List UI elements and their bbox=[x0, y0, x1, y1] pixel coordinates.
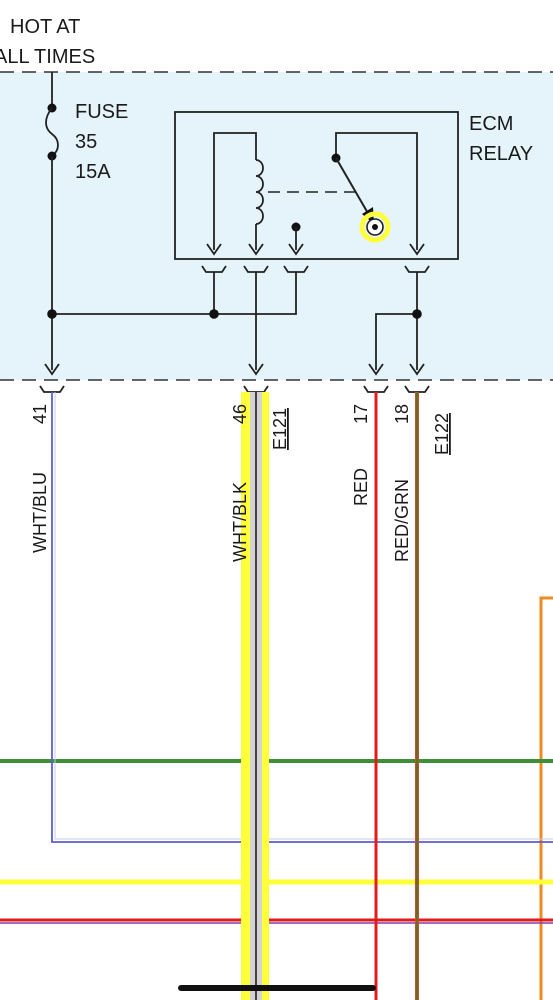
relay-coil-wiring bbox=[213, 132, 257, 250]
home-indicator-bar[interactable] bbox=[178, 985, 376, 991]
relay-contact-highlight bbox=[359, 211, 391, 243]
fuse-label: FUSE bbox=[75, 101, 128, 123]
wire-label-red: RED bbox=[351, 468, 371, 506]
wire-label-wht-blk: WHT/BLK bbox=[230, 482, 250, 562]
wire-label-red-grn: RED/GRN bbox=[392, 479, 412, 562]
relay-terminal-arrows bbox=[206, 243, 425, 256]
fuse-number: 35 bbox=[75, 131, 97, 153]
orange-wire bbox=[539, 596, 553, 1000]
terminal-46: 46 bbox=[230, 404, 250, 424]
ecm-relay-box bbox=[174, 111, 459, 260]
fuse-symbol bbox=[45, 107, 59, 157]
junction-dot-right bbox=[412, 309, 422, 319]
wht-blu-wire bbox=[51, 392, 553, 843]
fuse-rating: 15A bbox=[75, 161, 111, 183]
relay-switch-arm bbox=[335, 157, 370, 216]
relay-output-wiring bbox=[52, 272, 418, 370]
terminal-17: 17 bbox=[351, 404, 371, 424]
junction-dot-mid bbox=[209, 309, 219, 319]
relay-coil-icon bbox=[255, 159, 264, 225]
connector-e122: E122 bbox=[432, 413, 452, 455]
fuse-relay-box-zone bbox=[0, 72, 553, 380]
relay-label-line2: RELAY bbox=[469, 143, 533, 165]
relay-contact-dot bbox=[372, 224, 378, 230]
wht-blu-wire-shade bbox=[54, 392, 553, 840]
power-source-label-line2: ALL TIMES bbox=[0, 46, 95, 68]
power-source-label-line1: HOT AT bbox=[10, 16, 80, 38]
relay-switch-wiring bbox=[335, 132, 418, 250]
junction-dot-left bbox=[47, 309, 57, 319]
terminal-18: 18 bbox=[392, 404, 412, 424]
relay-label-line1: ECM bbox=[469, 113, 513, 135]
connector-e121: E121 bbox=[270, 408, 290, 450]
terminal-41: 41 bbox=[30, 404, 50, 424]
wire-label-wht-blu: WHT/BLU bbox=[30, 472, 50, 553]
